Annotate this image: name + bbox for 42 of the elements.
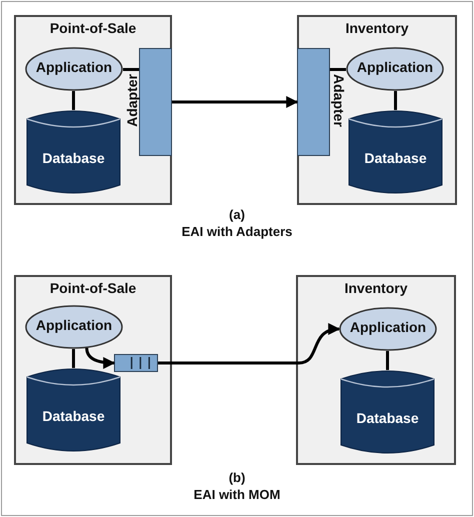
adapter-label: Adapter: [331, 74, 347, 127]
connector-line: [394, 91, 397, 110]
node-label: Application: [34, 59, 114, 75]
panel-title: Inventory: [344, 20, 410, 36]
node-label: Database: [41, 150, 106, 166]
node-label: Database: [355, 410, 420, 426]
connector-line: [72, 91, 75, 110]
adapter-label: Adapter: [124, 74, 140, 127]
panel-title: Inventory: [343, 280, 408, 296]
node-label: Application: [34, 317, 114, 333]
message-queue: [114, 354, 158, 372]
application-ellipse: [25, 305, 123, 349]
arrow: [172, 96, 298, 108]
panel-title: Point-of-Sale: [48, 20, 138, 36]
database-cylinder: [341, 370, 434, 454]
application-ellipse: [339, 307, 437, 351]
connector-line: [72, 349, 75, 368]
system-panel: [296, 275, 456, 465]
database-cylinder: [349, 110, 442, 194]
figure-part-label: (a): [229, 207, 245, 222]
system-panel: [297, 15, 457, 205]
arrow: [85, 348, 116, 369]
adapter-bar: [124, 48, 172, 156]
node-label: Database: [41, 408, 106, 424]
application-ellipse: [25, 47, 123, 91]
database-cylinder: [27, 110, 120, 194]
arrow: [158, 324, 340, 364]
panel-title: Point-of-Sale: [48, 280, 138, 296]
database-cylinder: [27, 368, 120, 452]
system-panel: [14, 15, 172, 205]
connector-line: [386, 351, 389, 370]
node-label: Application: [356, 59, 434, 75]
system-panel: [14, 275, 172, 465]
node-label: Database: [363, 150, 428, 166]
figure-part-label: (b): [228, 470, 246, 485]
connector-line: [330, 68, 346, 71]
figure-caption: EAI with Adapters: [182, 224, 292, 239]
adapter-bar: [297, 48, 347, 156]
node-label: Application: [348, 319, 428, 335]
connector-line: [123, 68, 139, 71]
application-ellipse: [346, 47, 444, 91]
figure-caption: EAI with MOM: [194, 487, 280, 502]
